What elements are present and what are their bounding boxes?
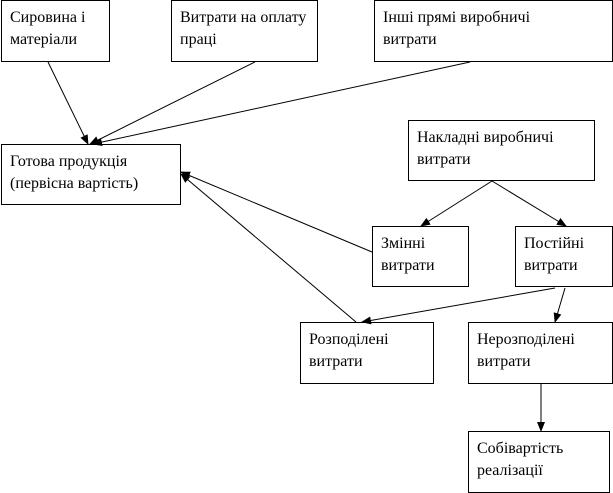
node-fixed-costs-label: Постійні витрати [524, 235, 585, 274]
node-variable-costs-label: Змінні витрати [381, 235, 435, 274]
node-raw-materials: Сировина і матеріали [1, 0, 110, 62]
node-labour-costs-label: Витрати на оплату праці [180, 9, 307, 48]
node-finished-goods-label: Готова продукція (первісна вартість) [10, 153, 139, 192]
arrow-fixed-to-unallocated [553, 287, 566, 323]
node-cost-of-sales: Собівартість реалізації [468, 431, 610, 493]
node-allocated-costs: Розподілені витрати [300, 322, 434, 384]
node-variable-costs: Змінні витрати [372, 226, 469, 287]
node-unallocated-costs-label: Нерозподілені витрати [477, 331, 575, 370]
node-cost-of-sales-label: Собівартість реалізації [477, 440, 564, 479]
arrow-labour-costs-to-finished-goods [89, 61, 256, 145]
node-labour-costs: Витрати на оплату праці [171, 0, 318, 62]
node-unallocated-costs: Нерозподілені витрати [468, 322, 613, 384]
arrow-raw-materials-to-finished-goods [47, 61, 89, 145]
arrow-variable-to-finished-goods [180, 171, 373, 253]
arrow-fixed-to-allocated [361, 287, 556, 325]
arrow-overhead-to-fixed [491, 180, 567, 227]
node-finished-goods: Готова продукція (первісна вартість) [1, 144, 181, 205]
node-allocated-costs-label: Розподілені витрати [309, 331, 389, 370]
node-raw-materials-label: Сировина і матеріали [10, 9, 86, 48]
arrow-overhead-to-variable [420, 180, 493, 227]
node-other-direct-costs-label: Інші прямі виробничі витрати [383, 9, 531, 48]
arrow-allocated-to-finished-goods [180, 173, 357, 323]
node-overhead-costs: Накладні виробничі витрати [408, 120, 595, 181]
node-other-direct-costs: Інші прямі виробничі витрати [374, 0, 613, 62]
node-overhead-costs-label: Накладні виробничі витрати [417, 129, 554, 168]
node-fixed-costs: Постійні витрати [515, 226, 613, 287]
